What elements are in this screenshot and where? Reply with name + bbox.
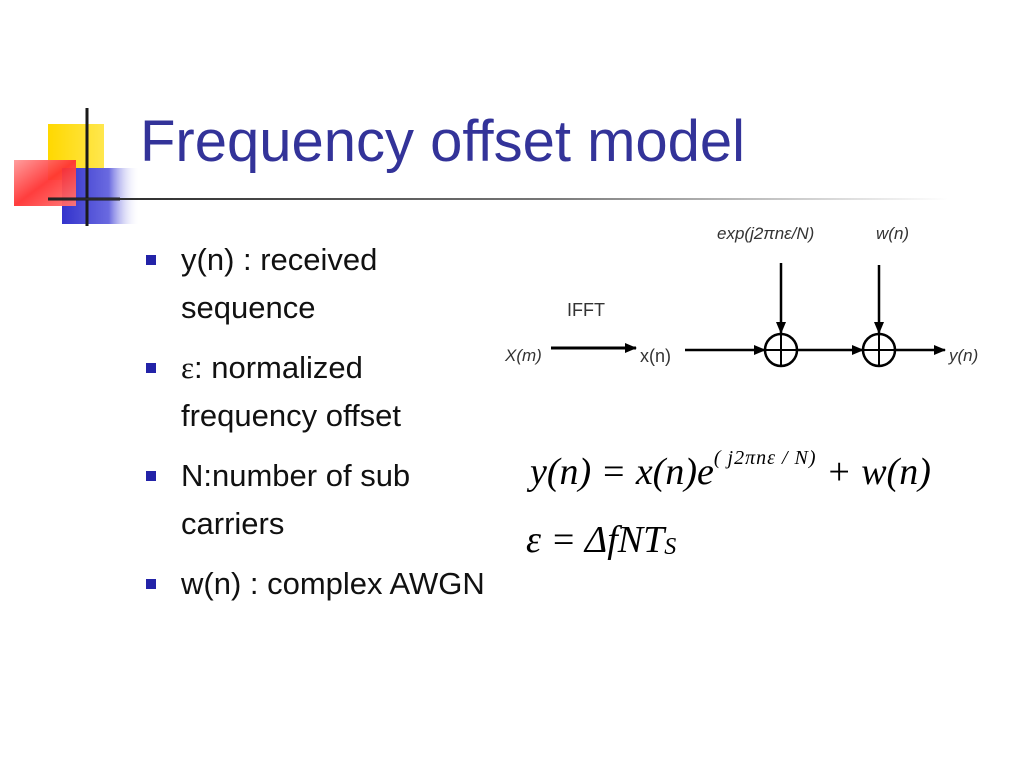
equation-subscript: S [664,534,677,560]
block-diagram: exp(j2πnε/N) w(n) IFFT X(m) x(n) y(n) [504,224,978,368]
title-underline [48,198,948,200]
slide-title: Frequency offset model [140,109,746,174]
epsilon-symbol: ε [181,350,195,385]
noise-label: w(n) [876,224,909,243]
equation-tail: + w(n) [816,451,931,493]
bullet-item: w(n) : complex AWGN [140,560,500,608]
multiplier-label: exp(j2πnε/N) [717,224,814,243]
bullet-text: : normalized frequency offset [181,350,402,433]
output-label: y(n) [948,346,978,365]
signal-label: x(n) [640,346,671,366]
multiplier-junction [763,332,799,368]
bullet-item: ε: normalized frequency offset [140,344,500,440]
adder-junction [861,332,897,368]
bullet-item: y(n) : received sequence [140,236,500,332]
equation-received-signal: y(n) = x(n)e( j2πnε / N) + w(n) [530,447,931,494]
equation-main: y(n) = x(n)e [530,451,714,493]
equation-main: ε = ΔfNT [526,519,665,561]
equation-epsilon: ε = ΔfNTS [526,518,676,562]
equation-exponent: ( j2πnε / N) [713,447,817,469]
bullet-text: y(n) : received sequence [181,242,378,325]
bullet-text: w(n) : complex AWGN [181,566,485,601]
input-label: X(m) [504,346,542,365]
bullet-list: y(n) : received sequence ε: normalized f… [140,236,500,620]
bullet-item: N:number of sub carriers [140,452,500,548]
bullet-text: N:number of sub carriers [181,458,411,541]
ifft-label: IFFT [567,300,605,320]
